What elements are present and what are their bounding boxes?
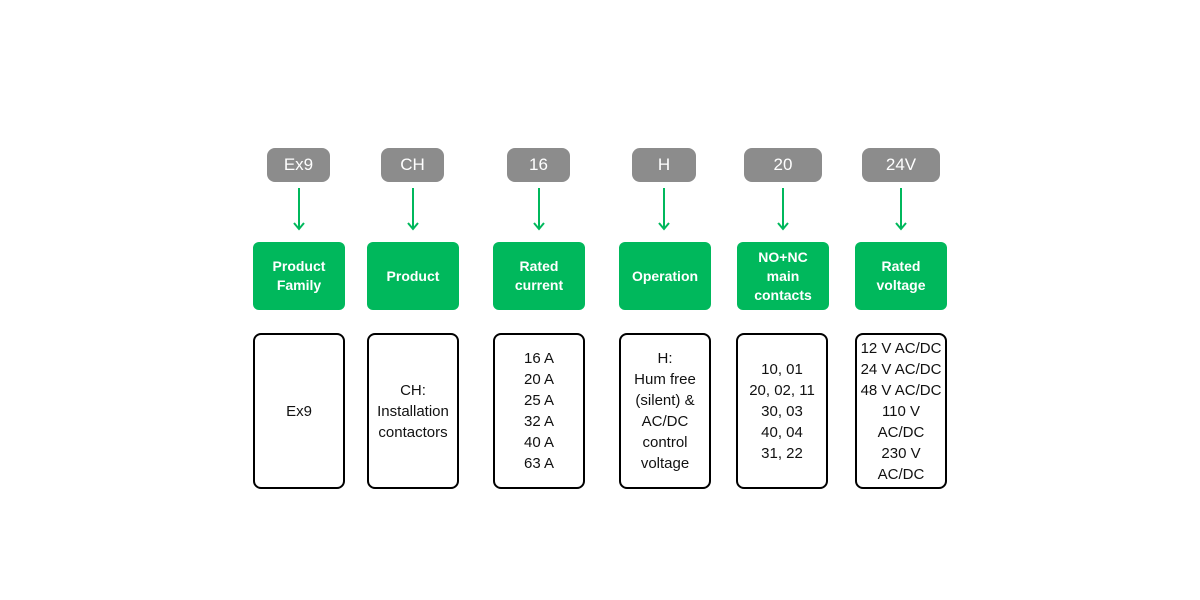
- arrow-down-icon: [406, 188, 420, 232]
- values-rated-voltage: 12 V AC/DC 24 V AC/DC 48 V AC/DC 110 V A…: [855, 333, 947, 489]
- code-chip-ex9: Ex9: [267, 148, 330, 182]
- label-main-contacts: NO+NC main contacts: [737, 242, 829, 310]
- label-product-family: Product Family: [253, 242, 345, 310]
- arrow-down-icon: [657, 188, 671, 232]
- values-product: CH: Installation contactors: [367, 333, 459, 489]
- values-product-family: Ex9: [253, 333, 345, 489]
- code-chip-ch: CH: [381, 148, 444, 182]
- arrow-down-icon: [292, 188, 306, 232]
- label-rated-voltage: Rated voltage: [855, 242, 947, 310]
- code-chip-24v: 24V: [862, 148, 940, 182]
- values-rated-current: 16 A 20 A 25 A 32 A 40 A 63 A: [493, 333, 585, 489]
- arrow-down-icon: [776, 188, 790, 232]
- code-chip-16: 16: [507, 148, 570, 182]
- label-operation: Operation: [619, 242, 711, 310]
- arrow-down-icon: [894, 188, 908, 232]
- values-operation: H: Hum free (silent) & AC/DC control vol…: [619, 333, 711, 489]
- values-main-contacts: 10, 01 20, 02, 11 30, 03 40, 04 31, 22: [736, 333, 828, 489]
- label-rated-current: Rated current: [493, 242, 585, 310]
- arrow-down-icon: [532, 188, 546, 232]
- label-product: Product: [367, 242, 459, 310]
- code-chip-20: 20: [744, 148, 822, 182]
- code-chip-h: H: [632, 148, 696, 182]
